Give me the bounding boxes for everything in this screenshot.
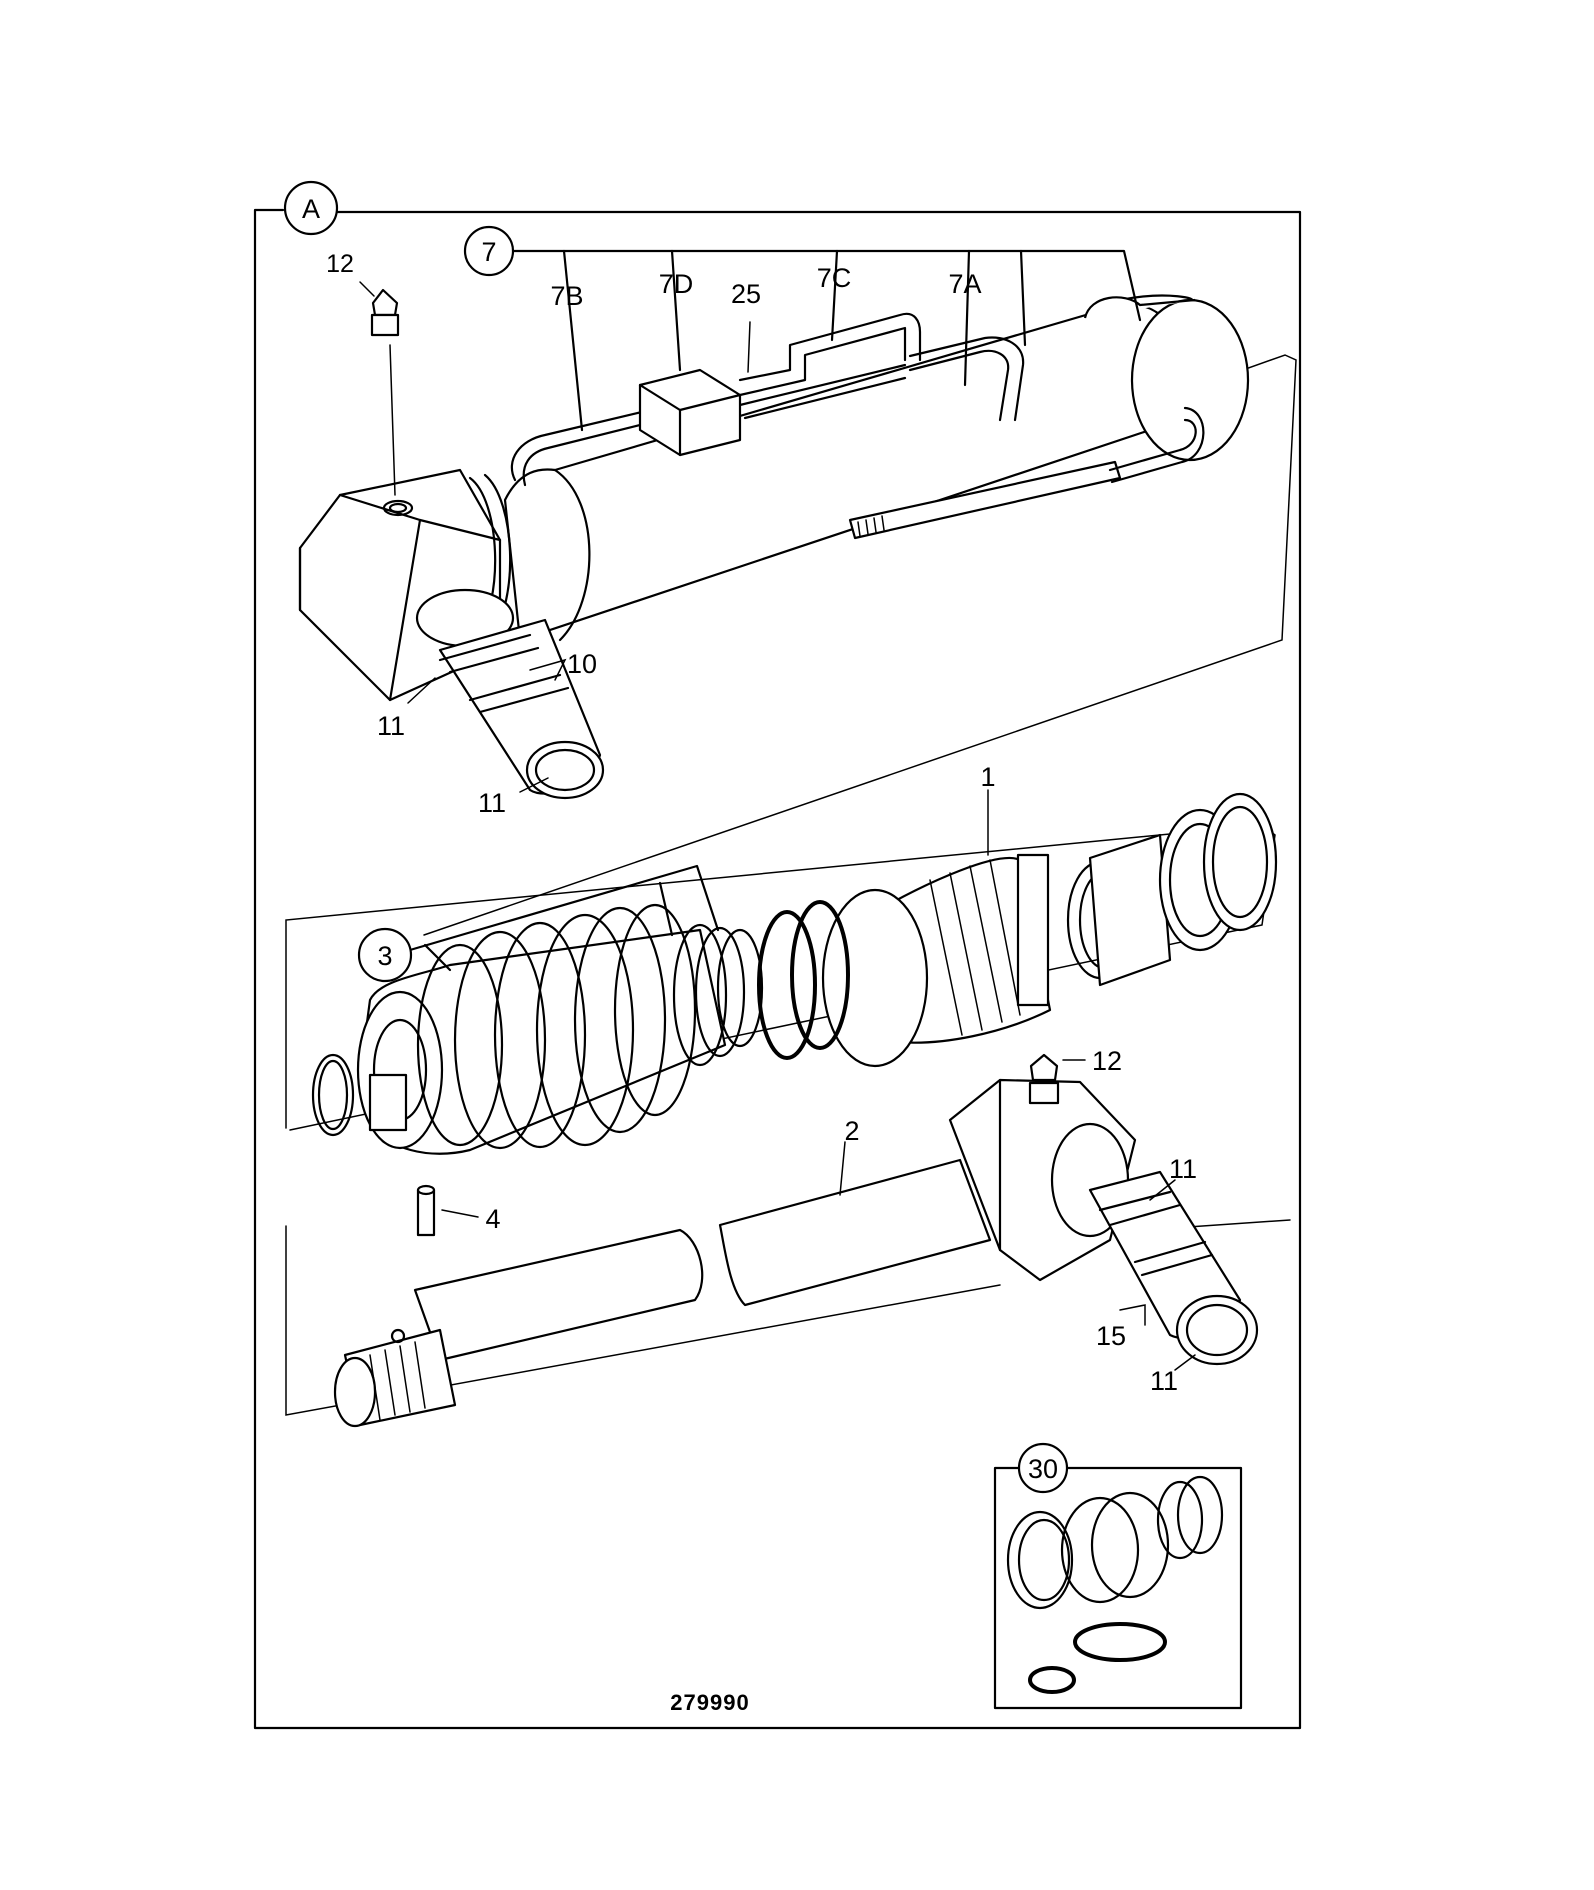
barrel-leader-lines xyxy=(359,249,1142,793)
callout-7A: 7A xyxy=(948,269,981,299)
callout-A: A xyxy=(302,194,320,224)
rod-leader-lines xyxy=(441,1059,1196,1371)
piston-rod-assembly xyxy=(285,1053,1291,1428)
callout-25: 25 xyxy=(731,279,761,309)
callout-11-b: 11 xyxy=(478,788,506,818)
callout-7D: 7D xyxy=(659,269,694,299)
callout-12-rod: 12 xyxy=(1092,1046,1122,1076)
callout-7C: 7C xyxy=(817,263,852,293)
callout-3: 3 xyxy=(377,941,392,971)
callout-11-a: 11 xyxy=(377,711,405,741)
callout-7: 7 xyxy=(481,237,496,267)
callout-1: 1 xyxy=(980,762,995,792)
callout-10: 10 xyxy=(567,649,597,679)
callout-4: 4 xyxy=(485,1204,500,1234)
callout-12-top: 12 xyxy=(326,250,354,278)
piston-assembly xyxy=(285,792,1278,1155)
callout-15: 15 xyxy=(1096,1321,1126,1351)
outer-frame: A xyxy=(253,180,1302,1730)
callout-labels: 7 7A 7B 7C 7D 25 12 10 11 11 1 3 12 2 4 … xyxy=(326,225,1197,1715)
callout-11-d: 11 xyxy=(1150,1366,1178,1396)
piston-leader-lines xyxy=(408,789,989,972)
cylinder-barrel-assembly xyxy=(298,288,1297,936)
callout-2: 2 xyxy=(844,1116,859,1146)
callout-7B: 7B xyxy=(550,281,583,311)
seal-kit-box: 30 xyxy=(993,1442,1243,1710)
callout-11-c: 11 xyxy=(1169,1154,1197,1184)
figure-reference-number: 279990 xyxy=(670,1690,749,1715)
callout-30: 30 xyxy=(1028,1454,1058,1484)
